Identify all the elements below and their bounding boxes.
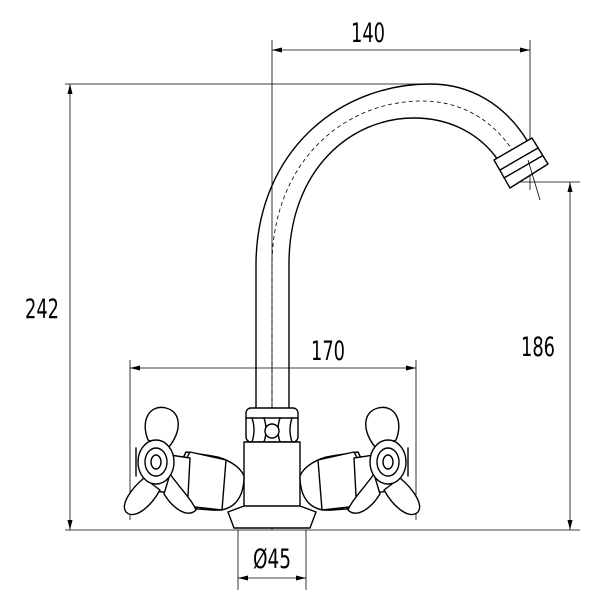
collar-nut (245, 407, 299, 443)
right-cross-handle (347, 406, 421, 516)
right-valve (299, 406, 421, 516)
dim-text-base: Ø45 (253, 544, 291, 575)
left-cross-handle (123, 406, 197, 516)
dim-text-span: 170 (311, 336, 345, 367)
spout (255, 83, 529, 409)
valve-body (227, 441, 317, 529)
faucet-body (123, 83, 549, 529)
dimension-lines (67, 47, 573, 581)
aerator (493, 137, 549, 201)
dim-text-height: 242 (25, 294, 59, 325)
left-valve (123, 406, 245, 516)
dim-text-reach: 140 (351, 18, 385, 49)
dim-text-outlet: 186 (521, 332, 555, 363)
